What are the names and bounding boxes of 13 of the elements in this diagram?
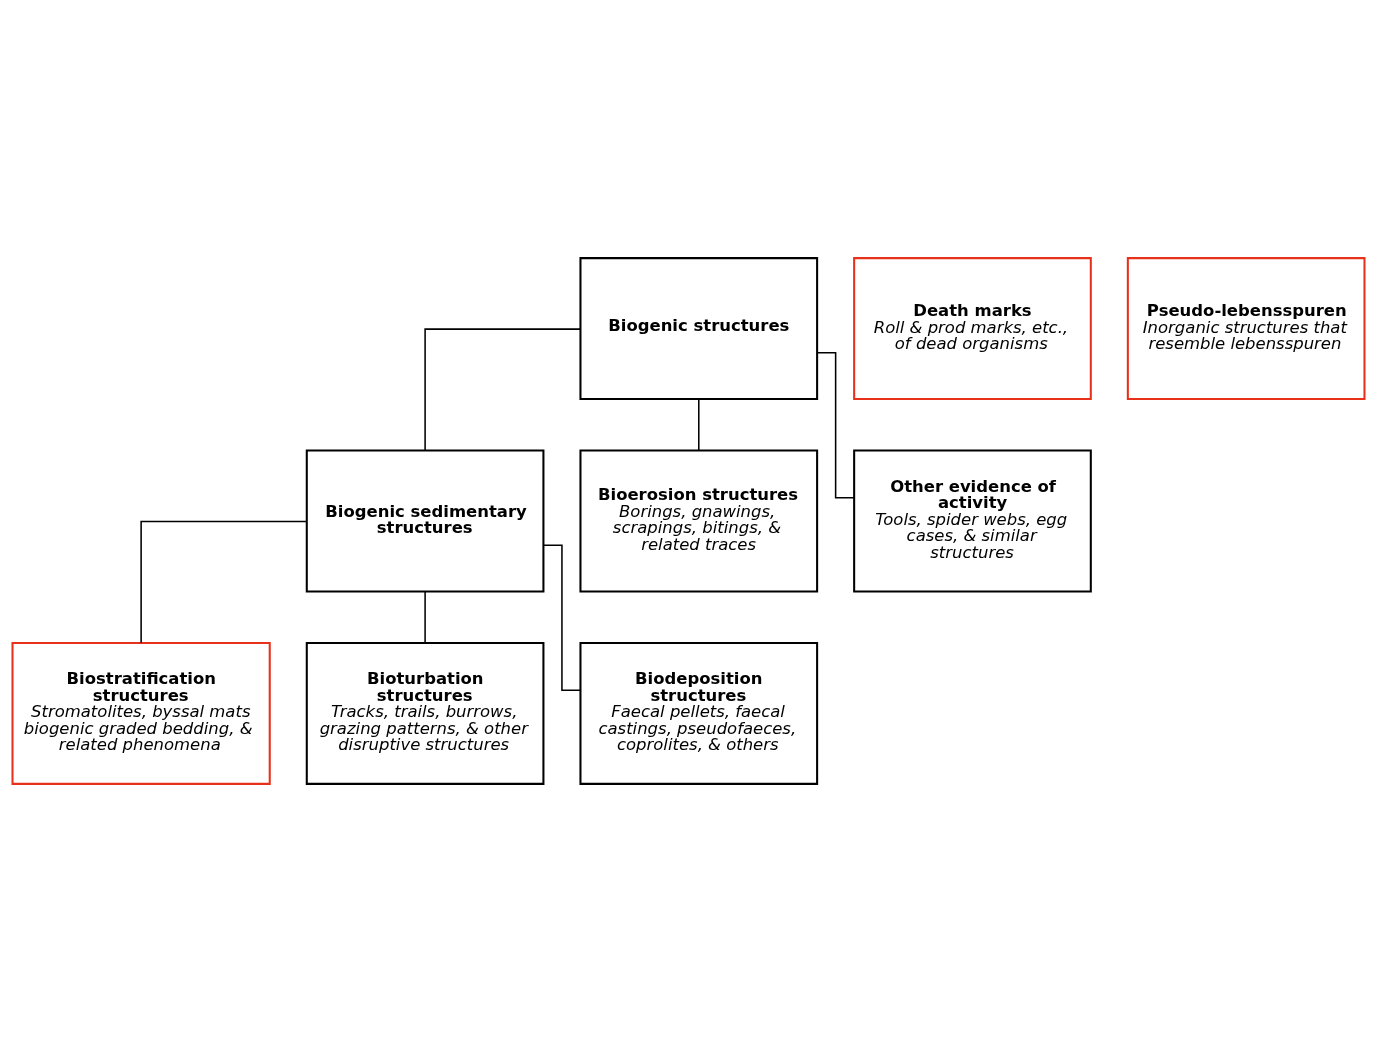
node-box: Other evidence of activity Tools, spider webs, egg cases, & similar structures xyxy=(853,449,1092,592)
node-box: Death marks Roll & prod marks, etc., of dead organisms xyxy=(853,256,1092,400)
node-box: Biogenic structures xyxy=(579,256,819,400)
node-box: Biodeposition structures Faecal pellets, faecal castings, pseudofaeces, coprolites, & others xyxy=(579,641,819,785)
node-box: Bioturbation structures Tracks, trails, burrows, grazing patterns, & other disruptive structures xyxy=(305,641,545,785)
connector xyxy=(424,327,582,451)
node-box: Bioerosion structures Borings, gnawings, scrapings, bitings, & related traces xyxy=(579,449,819,592)
node-box: Biogenic sedimentary structures xyxy=(305,449,545,592)
connector xyxy=(140,520,308,644)
connector xyxy=(424,590,426,644)
node-box: Pseudo-lebensspuren Inorganic structures that resemble lebensspuren xyxy=(1126,256,1366,400)
node-box: Biostratification structures Stromatolites, byssal mats biogenic graded bedding, & related phenomena xyxy=(11,641,271,785)
connector xyxy=(698,397,700,451)
